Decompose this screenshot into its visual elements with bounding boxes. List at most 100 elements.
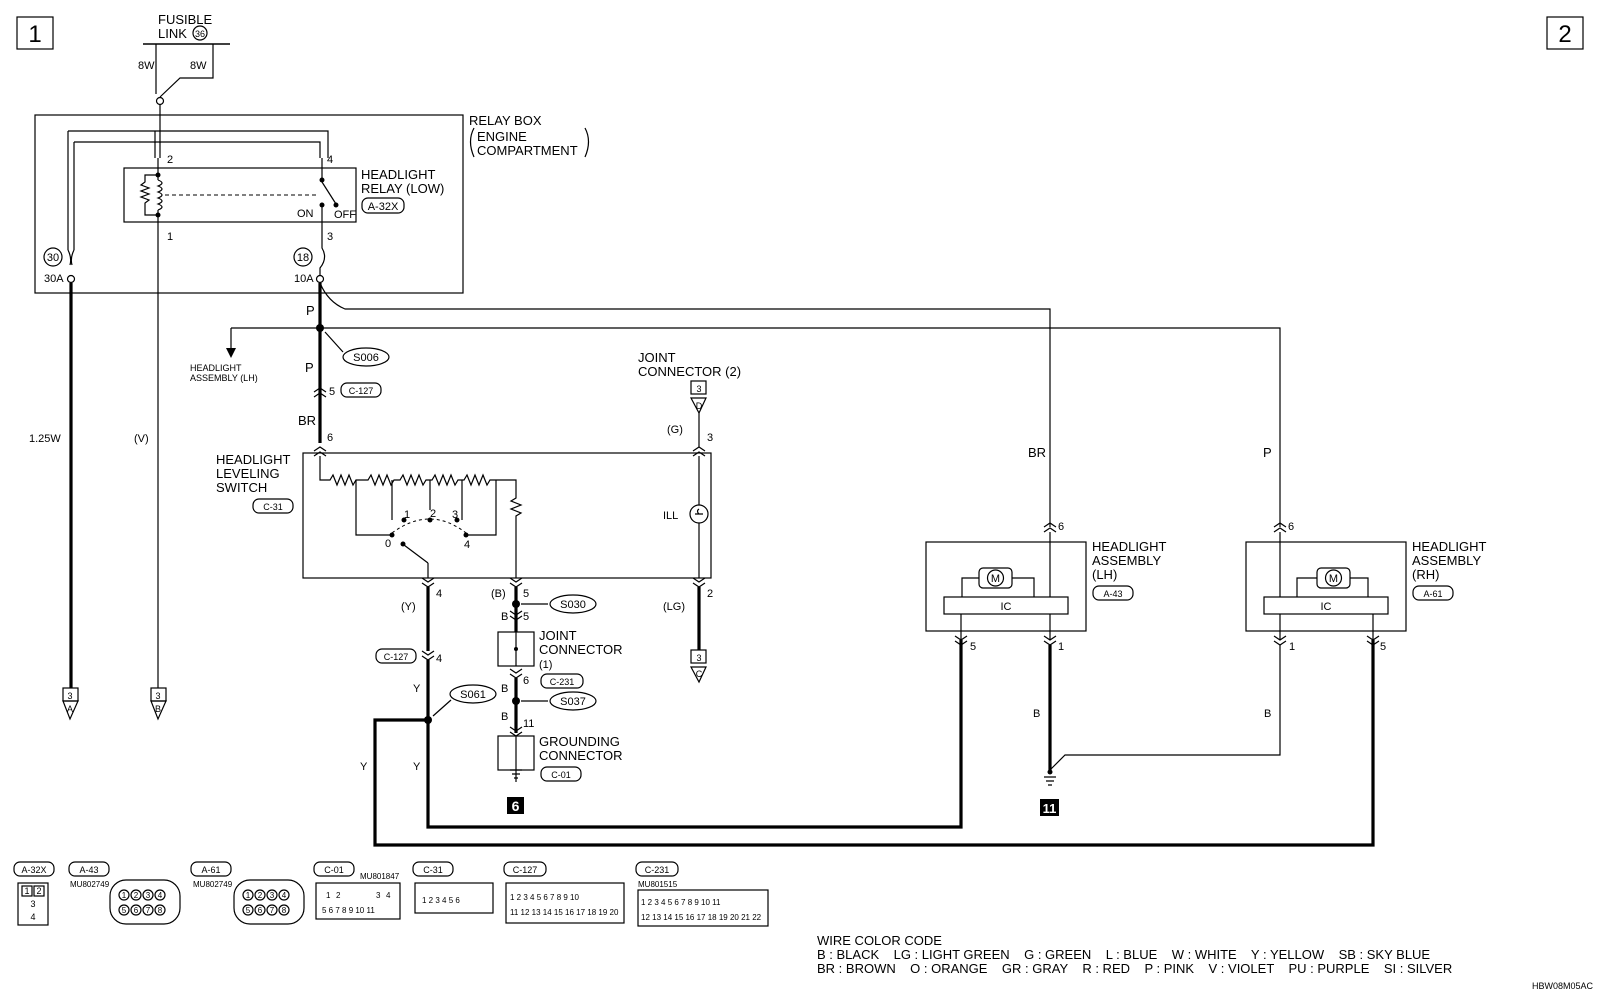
svg-text:HEADLIGHT: HEADLIGHT (216, 452, 290, 467)
svg-text:1: 1 (1058, 641, 1064, 653)
svg-text:MU802749: MU802749 (193, 880, 233, 889)
splice-s061: S061 (432, 684, 497, 717)
svg-text:8W: 8W (138, 60, 155, 72)
svg-text:A-61: A-61 (1423, 589, 1442, 599)
svg-text:3: 3 (696, 384, 701, 394)
svg-text:5: 5 (246, 906, 251, 915)
svg-text:3: 3 (30, 899, 35, 909)
svg-text:C-231: C-231 (645, 865, 670, 875)
svg-text:C-31: C-31 (263, 502, 283, 512)
svg-text:C-01: C-01 (324, 865, 344, 875)
svg-text:1: 1 (1289, 641, 1295, 653)
svg-text:HEADLIGHT: HEADLIGHT (190, 363, 242, 373)
svg-text:ASSEMBLY (LH): ASSEMBLY (LH) (190, 373, 258, 383)
svg-text:A-61: A-61 (201, 865, 220, 875)
svg-text:GROUNDING: GROUNDING (539, 734, 620, 749)
svg-text:8: 8 (158, 906, 163, 915)
svg-text:COMPARTMENT: COMPARTMENT (477, 143, 578, 158)
svg-text:ASSEMBLY: ASSEMBLY (1092, 553, 1161, 568)
svg-text:S030: S030 (560, 599, 586, 611)
svg-text:1: 1 (167, 231, 173, 243)
svg-text:3: 3 (327, 231, 333, 243)
svg-text:5: 5 (523, 588, 529, 600)
svg-text:3: 3 (452, 509, 458, 521)
svg-text:D: D (696, 401, 703, 411)
svg-text:3: 3 (270, 891, 275, 900)
svg-text:6: 6 (512, 798, 520, 814)
svg-text:1: 1 (24, 886, 29, 896)
svg-text:(LH): (LH) (1092, 567, 1117, 582)
svg-text:7: 7 (146, 906, 151, 915)
svg-text:S061: S061 (460, 689, 486, 701)
svg-text:1: 1 (404, 509, 410, 521)
svg-text:12 13 14 15 16 17 18 19 20 21: 12 13 14 15 16 17 18 19 20 21 22 (641, 913, 762, 922)
svg-text:(1): (1) (539, 659, 552, 671)
svg-text:2: 2 (1558, 21, 1571, 48)
svg-text:MU801515: MU801515 (638, 880, 678, 889)
svg-text:JOINT: JOINT (638, 350, 676, 365)
svg-text:4: 4 (386, 891, 391, 900)
svg-text:4: 4 (327, 154, 333, 166)
svg-text:11: 11 (523, 718, 534, 730)
svg-text:4: 4 (436, 653, 442, 665)
headlight-assembly-rh: 6 HEADLIGHT ASSEMBLY (RH) A-61 M IC 1 5 (1245, 521, 1486, 653)
svg-text:IC: IC (1001, 601, 1012, 613)
svg-text:C-127: C-127 (384, 652, 409, 662)
svg-text:7: 7 (270, 906, 275, 915)
svg-text:(LG): (LG) (663, 601, 685, 613)
svg-text:2: 2 (167, 154, 173, 166)
svg-text:18: 18 (297, 252, 309, 264)
svg-text:11: 11 (1043, 801, 1057, 816)
svg-text:A-32X: A-32X (368, 201, 399, 213)
svg-text:IC: IC (1321, 601, 1332, 613)
svg-text:(V): (V) (134, 433, 149, 445)
svg-text:WIRE COLOR CODE: WIRE COLOR CODE (817, 933, 942, 948)
svg-text:4: 4 (436, 588, 442, 600)
offpage-connector-b: 3 B (150, 687, 167, 721)
svg-text:M: M (991, 573, 1000, 585)
svg-text:5: 5 (523, 611, 529, 623)
svg-text:2: 2 (134, 891, 139, 900)
svg-text:RELAY BOX: RELAY BOX (469, 113, 542, 128)
svg-text:P: P (305, 360, 314, 375)
fuse-10a: 18 10A (293, 232, 326, 285)
svg-text:3: 3 (696, 653, 701, 663)
svg-text:LEVELING: LEVELING (216, 466, 280, 481)
diagram-code: HBW08M05AC (1532, 981, 1594, 991)
splice-s006: S006 (324, 331, 390, 367)
svg-text:A-32X: A-32X (21, 865, 46, 875)
svg-text:Y: Y (413, 683, 421, 695)
svg-text:6: 6 (1288, 521, 1294, 533)
svg-text:B: B (155, 704, 161, 714)
svg-text:2: 2 (36, 886, 41, 896)
svg-text:P: P (1263, 445, 1272, 460)
svg-text:JOINT: JOINT (539, 628, 577, 643)
svg-text:Y: Y (413, 761, 421, 773)
svg-text:SWITCH: SWITCH (216, 480, 267, 495)
svg-text:5: 5 (970, 641, 976, 653)
joint-connector-2: JOINT CONNECTOR (2) 3 D (638, 350, 741, 447)
svg-text:B: B (1264, 708, 1271, 720)
svg-text:B : BLACK LG : LIGHT GREEN: B : BLACK LG : LIGHT GREEN G : GREEN L :… (817, 947, 1430, 962)
svg-text:4: 4 (30, 912, 35, 922)
svg-text:30A: 30A (44, 273, 64, 285)
svg-text:1.25W: 1.25W (29, 433, 61, 445)
svg-text:6: 6 (1058, 521, 1064, 533)
connector-c127-top: 5 C-127 (313, 382, 382, 398)
svg-text:C: C (696, 669, 703, 679)
connector-view-a32x: A-32X 1 2 3 4 (13, 861, 55, 926)
svg-text:ASSEMBLY: ASSEMBLY (1412, 553, 1481, 568)
svg-text:C-31: C-31 (423, 865, 443, 875)
svg-text:M: M (1329, 573, 1338, 585)
svg-text:B: B (1033, 708, 1040, 720)
svg-text:S037: S037 (560, 696, 586, 708)
wire-color-code: WIRE COLOR CODE B : BLACK LG : LIGHT GRE… (817, 933, 1452, 976)
ground-11: 11 (1040, 769, 1059, 816)
joint-connector-2-return: 3 C (690, 649, 707, 684)
svg-text:5 6 7 8 9 10 11: 5 6 7 8 9 10 11 (322, 906, 375, 915)
svg-text:1: 1 (326, 891, 331, 900)
svg-text:(G): (G) (667, 424, 683, 436)
svg-text:BR: BR (298, 413, 316, 428)
svg-text:S006: S006 (353, 352, 379, 364)
